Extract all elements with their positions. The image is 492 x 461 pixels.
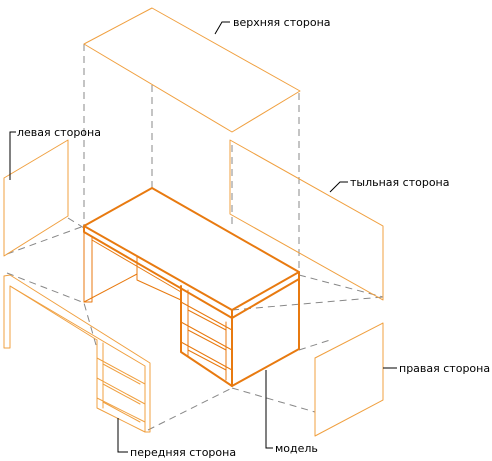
label-right-side: правая сторона [399,362,490,375]
desk-model [83,187,300,387]
front-view [3,274,151,433]
projection-guides [6,44,384,431]
right-view [314,322,384,437]
leader-lines [9,21,397,453]
label-left-side: левая сторона [17,126,101,139]
label-model: модель [275,442,318,455]
label-front-side: передняя сторона [130,446,236,459]
top-view [83,7,301,133]
label-back-side: тыльная сторона [350,176,449,189]
left-view [3,139,69,257]
back-view [229,139,384,301]
label-top-side: верхняя сторона [233,16,331,29]
